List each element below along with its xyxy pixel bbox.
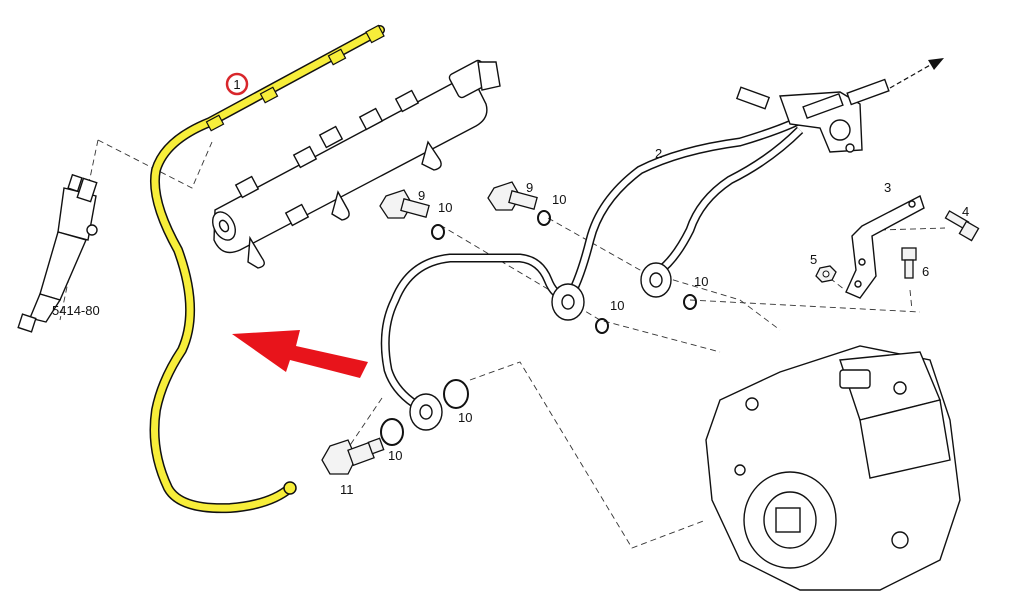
red-indicator-arrow bbox=[232, 330, 368, 378]
label-10-c: 10 bbox=[610, 298, 624, 313]
common-rail[interactable] bbox=[208, 59, 501, 269]
highlighted-return-pipe[interactable] bbox=[149, 24, 385, 514]
injector-reference-label: 5414-80 bbox=[52, 303, 100, 318]
callout-1-number: 1 bbox=[233, 77, 240, 92]
connector-11[interactable] bbox=[321, 437, 385, 475]
direction-arrow bbox=[889, 58, 944, 89]
label-9-right: 9 bbox=[526, 180, 533, 195]
label-2: 2 bbox=[655, 146, 662, 161]
part-number-labels: 2 3 4 5 6 9 9 10 10 10 10 10 10 11 bbox=[340, 146, 969, 497]
label-10-b: 10 bbox=[552, 192, 566, 207]
bolt-6[interactable] bbox=[901, 247, 917, 279]
label-10-d: 10 bbox=[694, 274, 708, 289]
injector[interactable]: 5414-80 bbox=[17, 173, 100, 333]
label-3: 3 bbox=[884, 180, 891, 195]
label-10-a: 10 bbox=[438, 200, 452, 215]
label-6: 6 bbox=[922, 264, 929, 279]
filter-head-connector[interactable] bbox=[735, 78, 890, 153]
label-4: 4 bbox=[962, 204, 969, 219]
label-10-f: 10 bbox=[388, 448, 402, 463]
banjo-bolt-9-left[interactable] bbox=[379, 189, 430, 219]
high-pressure-pipe[interactable] bbox=[380, 253, 569, 431]
label-5: 5 bbox=[810, 252, 817, 267]
bolt-4[interactable] bbox=[944, 210, 980, 242]
fuel-pipe-2[interactable] bbox=[551, 115, 804, 321]
high-pressure-pump[interactable] bbox=[705, 345, 961, 591]
bracket-3[interactable] bbox=[845, 195, 925, 299]
callout-1: 1 bbox=[225, 72, 249, 96]
o-rings-10[interactable] bbox=[380, 210, 697, 446]
banjo-bolt-9-right[interactable] bbox=[487, 181, 538, 211]
label-9-left: 9 bbox=[418, 188, 425, 203]
nut-5[interactable] bbox=[815, 265, 837, 283]
label-10-e: 10 bbox=[458, 410, 472, 425]
label-11: 11 bbox=[340, 482, 354, 497]
